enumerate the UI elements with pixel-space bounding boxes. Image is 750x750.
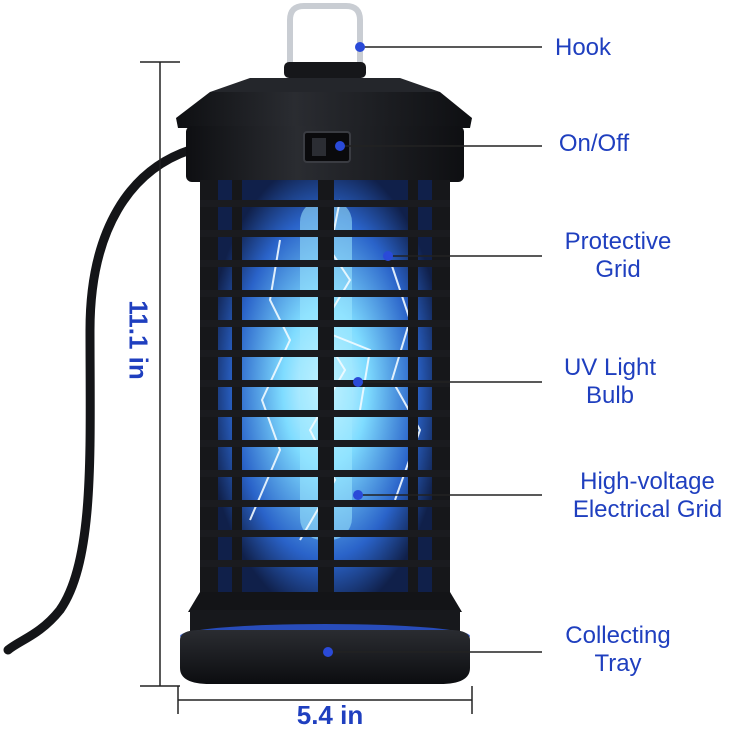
label-collecting-tray-line-2: Tray [594, 650, 642, 677]
label-uv-light-bulb: UV Light Bulb [552, 354, 668, 410]
lid-shape [176, 92, 472, 128]
label-protective-grid: Protective Grid [552, 228, 684, 284]
label-hook-line-1: Hook [554, 34, 612, 61]
leader-lines [328, 46, 542, 653]
label-uv-light-bulb-line-2: Bulb [585, 382, 635, 409]
hook-shape [287, 3, 363, 70]
leader-dots [323, 42, 393, 657]
label-uv-light-bulb-line-1: UV Light [563, 354, 657, 381]
protective-grid-slats [200, 200, 450, 567]
label-protective-grid-line-2: Grid [595, 256, 641, 283]
label-on-off: On/Off [552, 130, 636, 158]
label-hook: Hook [552, 34, 614, 62]
power-cord [3, 145, 195, 655]
label-collecting-tray: Collecting Tray [552, 622, 684, 678]
height-dimension-line [140, 61, 180, 687]
label-collecting-tray-line-1: Collecting [565, 622, 671, 649]
label-on-off-line-1: On/Off [558, 130, 630, 157]
label-high-voltage-grid: High-voltage Electrical Grid [555, 468, 740, 524]
collecting-tray-shape [180, 630, 470, 684]
width-dimension-line [177, 686, 473, 714]
label-high-voltage-grid-line-1: High-voltage [580, 468, 715, 495]
label-protective-grid-line-1: Protective [564, 228, 672, 255]
lower-body [188, 592, 462, 612]
width-dimension-label: 5.4 in [296, 700, 364, 730]
height-dimension-label: 11.1 in [123, 300, 154, 380]
label-high-voltage-grid-line-2: Electrical Grid [572, 496, 723, 523]
